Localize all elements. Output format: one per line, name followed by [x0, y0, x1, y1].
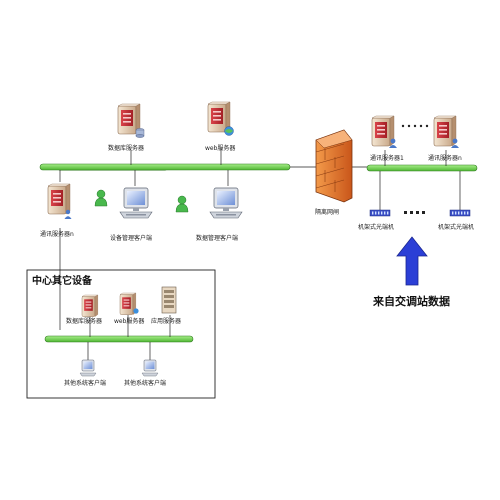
- computer-icon: [209, 187, 243, 219]
- database-icon: [135, 128, 145, 138]
- firewall-label: 隔离网闸: [315, 208, 339, 216]
- person-badge-icon: [389, 138, 397, 148]
- person-icon: [175, 195, 189, 213]
- other-client-1: 其他系统客户端: [64, 359, 106, 387]
- center-box-title: 中心其它设备: [32, 274, 93, 287]
- server-icon: [161, 286, 177, 314]
- main-bus: [39, 163, 291, 171]
- person-badge-icon: [64, 209, 72, 219]
- comm-server-left: 通讯服务器n: [40, 183, 74, 238]
- comm-server-n-label: 通讯服务器n: [428, 154, 462, 162]
- firewall: 隔离网闸: [315, 129, 353, 216]
- center-devices-box: 中心其它设备 数据库服务器 web服务器 应用服务器: [26, 269, 216, 399]
- firewall-icon: [315, 129, 353, 203]
- web-server-label: web服务器: [205, 144, 235, 152]
- center-app-server: 应用服务器: [151, 286, 181, 325]
- data-client: 数据管理客户端: [196, 187, 243, 242]
- computer-icon: [141, 359, 159, 377]
- comm-server-1: 通讯服务器1: [370, 115, 404, 162]
- other-client-2-label: 其他系统客户端: [124, 379, 166, 387]
- other-client-1-label: 其他系统客户端: [64, 379, 106, 387]
- person-badge-icon: [451, 138, 459, 148]
- center-bus: [44, 335, 194, 343]
- rack-optical-right: 机架式光端机: [438, 209, 474, 231]
- server-icon: [47, 183, 71, 215]
- web-server: web服务器: [205, 101, 235, 152]
- optical-terminal-icon: [449, 209, 471, 217]
- other-client-2: 其他系统客户端: [124, 359, 166, 387]
- rack-optical-left: 机架式光端机: [358, 209, 394, 231]
- center-web-server: web服务器: [114, 292, 144, 325]
- arrow-up-icon: [396, 236, 428, 286]
- center-db-server-label: 数据库服务器: [66, 317, 102, 325]
- comm-server-left-label: 通讯服务器n: [40, 230, 74, 238]
- db-server: 数据库服务器: [108, 103, 145, 152]
- person-icon: [94, 189, 108, 207]
- center-app-server-label: 应用服务器: [151, 317, 181, 325]
- center-web-server-label: web服务器: [114, 317, 144, 325]
- device-client-label: 设备管理客户端: [110, 234, 152, 242]
- connection-lines: [59, 148, 461, 360]
- computer-icon: [119, 187, 153, 219]
- right-bus: [366, 164, 478, 172]
- optical-terminal-icon: [369, 209, 391, 217]
- globe-icon: [133, 308, 139, 314]
- optical-ellipsis: [404, 211, 425, 214]
- rack-optical-right-label: 机架式光端机: [438, 223, 474, 231]
- computer-icon: [79, 359, 97, 377]
- db-server-label: 数据库服务器: [108, 144, 144, 152]
- incoming-data-label: 来自交调站数据: [372, 294, 450, 308]
- globe-icon: [224, 126, 234, 136]
- server-icon: [81, 294, 99, 317]
- device-client: 设备管理客户端: [110, 187, 153, 242]
- comm-server-n: 通讯服务器n: [428, 115, 462, 162]
- center-db-server: 数据库服务器: [66, 294, 102, 325]
- data-client-label: 数据管理客户端: [196, 234, 238, 242]
- server-ellipsis: [401, 124, 429, 128]
- rack-optical-left-label: 机架式光端机: [358, 223, 394, 231]
- comm-server-1-label: 通讯服务器1: [370, 154, 404, 162]
